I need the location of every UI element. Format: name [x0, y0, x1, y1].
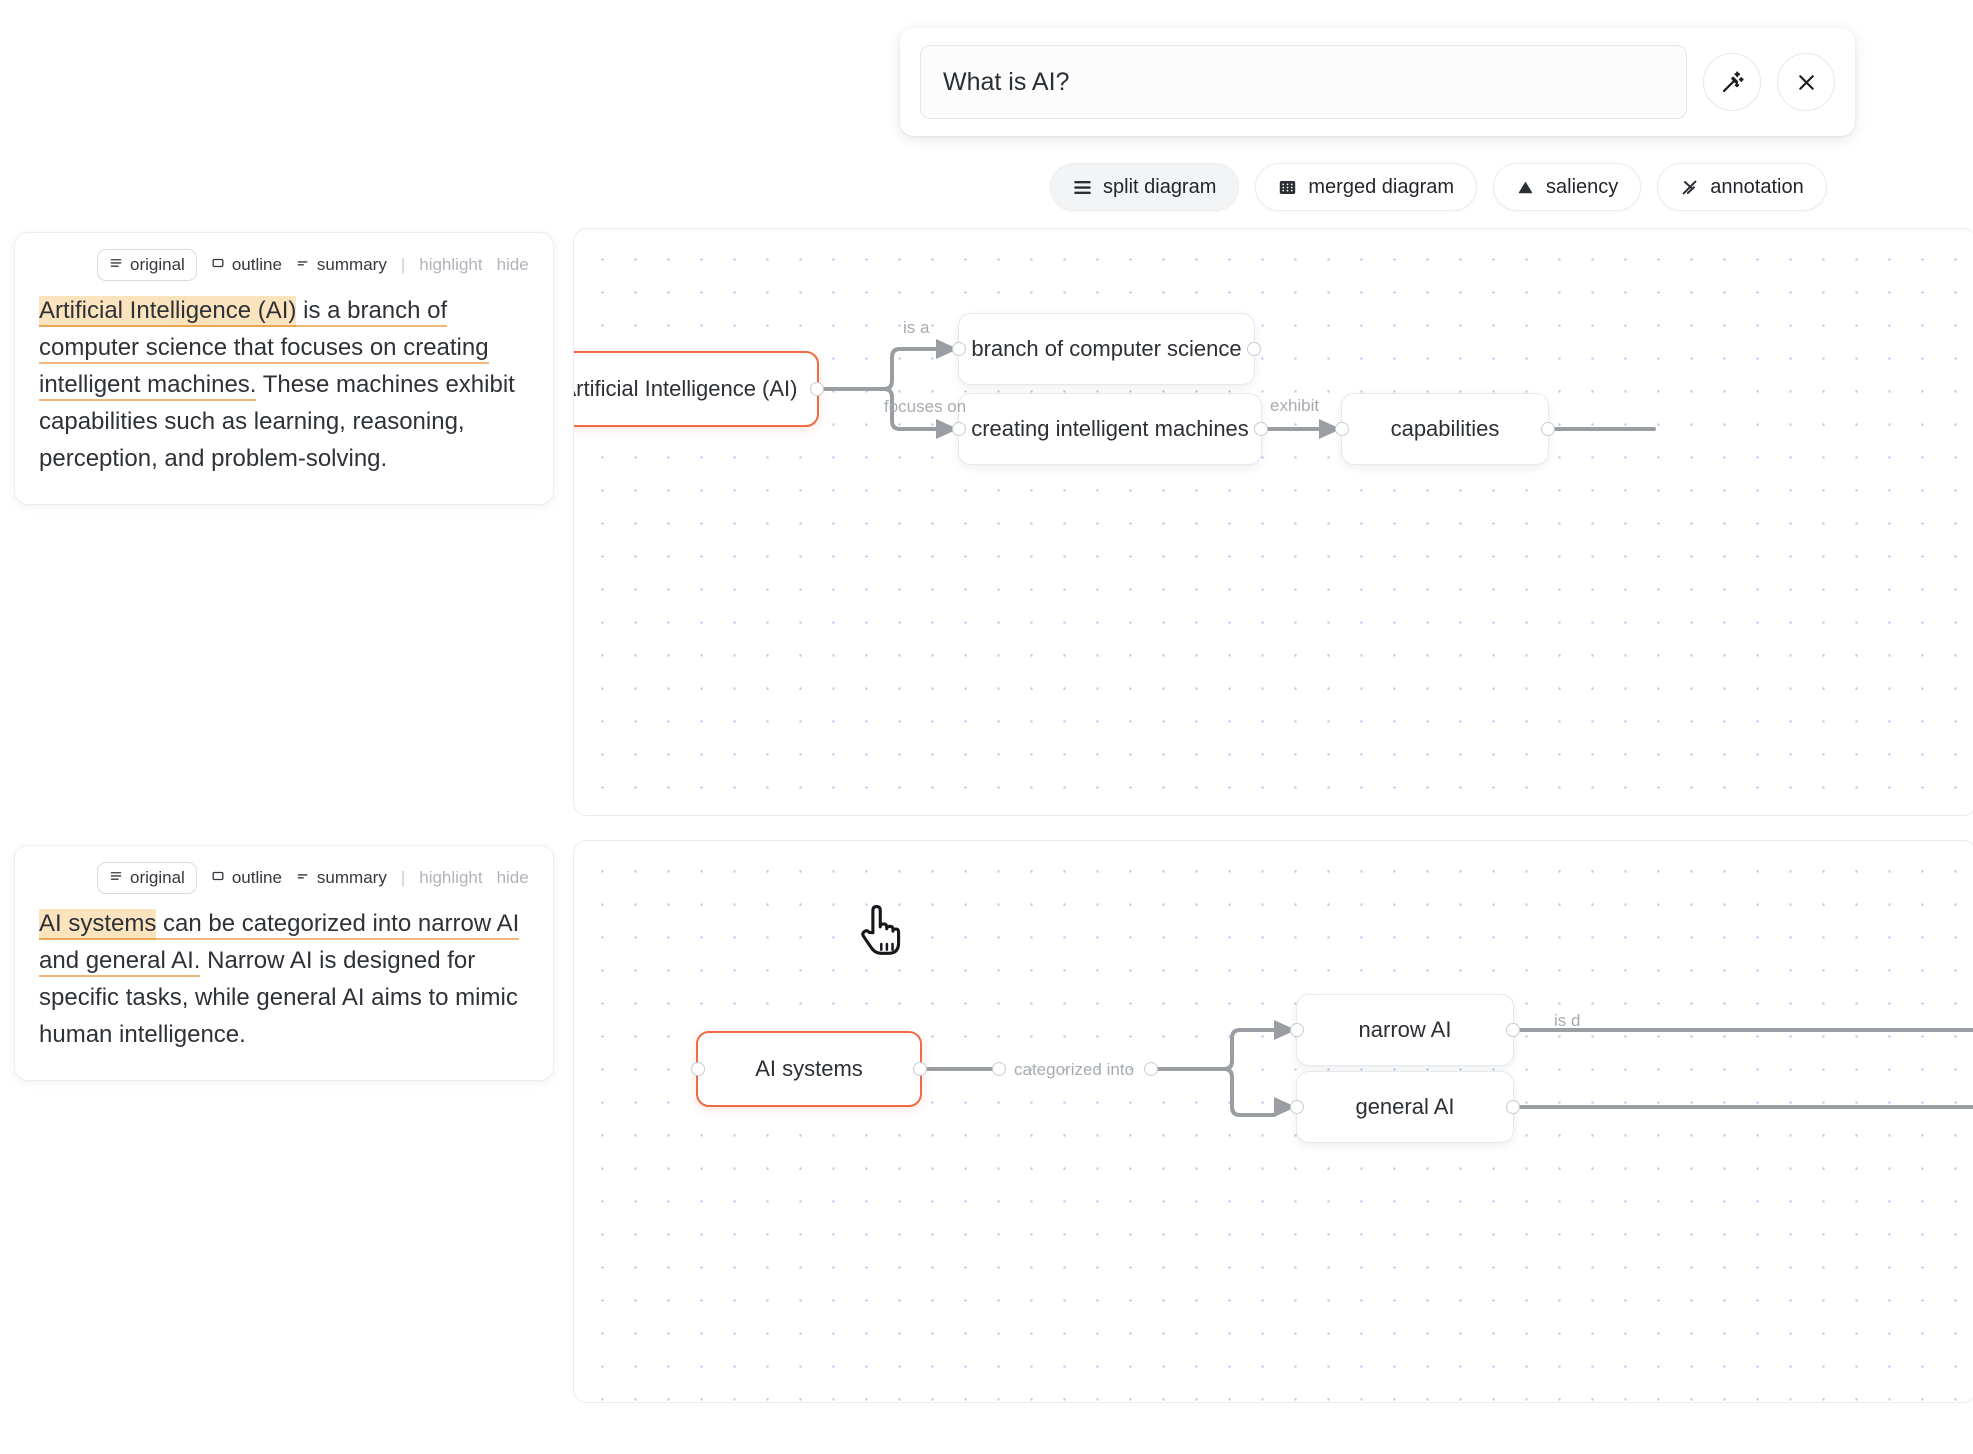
tab-summary-label: summary	[316, 868, 387, 887]
mountain-icon	[1516, 178, 1535, 197]
tab-outline[interactable]: outline	[211, 255, 282, 275]
tab-highlight[interactable]: highlight	[419, 255, 483, 274]
tab-annotation-label: annotation	[1710, 175, 1804, 198]
source-text-card-1: original outline summary | highlight hid…	[14, 232, 554, 505]
tab-highlight[interactable]: highlight	[419, 868, 483, 887]
diagram-node-capabilities[interactable]: capabilities	[1335, 393, 1555, 465]
tab-separator: |	[400, 255, 406, 274]
node-label: creating intelligent machines	[971, 416, 1249, 441]
diagram-node-narrow-ai[interactable]: narrow AI	[1290, 994, 1520, 1066]
tab-original-label: original	[130, 255, 185, 274]
summary-lines-icon	[296, 255, 310, 275]
node-handle-right[interactable]	[1254, 422, 1268, 436]
card-text: AI systems can be categorized into narro…	[39, 906, 529, 1054]
diagram-canvas-top[interactable]: Artificial Intelligence (AI) branch of c…	[573, 228, 1973, 816]
card-text: Artificial Intelligence (AI) is a branch…	[39, 293, 529, 478]
tab-original[interactable]: original	[97, 249, 197, 281]
diagram-mode-toolbar: split diagram merged diagram saliency	[1050, 163, 1827, 211]
diagram-canvas-bottom[interactable]: AI systems categorized into narrow AI ge…	[573, 840, 1973, 1403]
edge-label-is-a: is a	[903, 318, 930, 337]
node-handle-right[interactable]	[1506, 1100, 1520, 1114]
tab-hide[interactable]: hide	[496, 868, 529, 887]
dot-grid-background	[574, 841, 1973, 1402]
tab-original-label: original	[130, 868, 185, 887]
tab-outline[interactable]: outline	[211, 868, 282, 888]
edge-label-focuses-on: focuses on	[884, 397, 967, 416]
edge-label-exhibit: exhibit	[1270, 396, 1320, 415]
grid-square-icon	[1278, 178, 1297, 197]
pen-slash-icon	[1680, 178, 1699, 197]
tab-saliency-label: saliency	[1546, 175, 1619, 198]
node-label: narrow AI	[1358, 1017, 1452, 1042]
node-handle-left[interactable]	[691, 1062, 705, 1076]
tab-hide[interactable]: hide	[496, 255, 529, 274]
tab-original[interactable]: original	[97, 862, 197, 894]
edge-label-is-designed: is d	[1554, 1011, 1581, 1030]
plain-text: Narrow AI is designed for specific tasks…	[39, 946, 518, 1048]
card-view-tabs: original outline summary | highlight hid…	[39, 862, 529, 894]
edge-handle-left[interactable]	[992, 1062, 1006, 1076]
tab-summary[interactable]: summary	[296, 868, 387, 888]
node-handle-right[interactable]	[913, 1062, 927, 1076]
node-label: capabilities	[1390, 416, 1500, 441]
close-icon	[1794, 70, 1819, 95]
tab-saliency[interactable]: saliency	[1493, 163, 1642, 211]
tab-outline-label: outline	[231, 255, 282, 274]
card-view-tabs: original outline summary | highlight hid…	[39, 249, 529, 281]
tab-separator: |	[400, 868, 406, 887]
tab-outline-label: outline	[231, 868, 282, 887]
tab-merged-diagram-label: merged diagram	[1308, 175, 1455, 198]
search-input[interactable]	[920, 45, 1687, 119]
diagram-edges-layer	[574, 841, 1973, 1402]
summary-lines-icon	[296, 868, 310, 888]
node-handle-left[interactable]	[1290, 1023, 1304, 1037]
node-label: Artificial Intelligence (AI)	[573, 376, 798, 401]
diagram-node-creating[interactable]: creating intelligent machines	[952, 393, 1268, 465]
highlighted-phrase: Artificial Intelligence (AI)	[39, 296, 297, 327]
dot-grid-background	[574, 229, 1973, 815]
underlined-phrase: can be categorized into narrow AI and ge…	[39, 910, 520, 977]
node-handle-right[interactable]	[1247, 342, 1261, 356]
lines-icon	[109, 868, 123, 888]
square-outline-icon	[211, 255, 225, 275]
node-handle-left[interactable]	[952, 422, 966, 436]
node-handle-left[interactable]	[1335, 422, 1349, 436]
lines-icon	[109, 255, 123, 275]
tab-merged-diagram[interactable]: merged diagram	[1255, 163, 1478, 211]
node-label: general AI	[1355, 1094, 1455, 1119]
tab-summary[interactable]: summary	[296, 255, 387, 275]
diagram-node-root[interactable]: Artificial Intelligence (AI)	[573, 351, 824, 427]
tab-annotation[interactable]: annotation	[1657, 163, 1827, 211]
magic-wand-icon	[1719, 69, 1746, 96]
search-bar	[900, 28, 1855, 136]
lines-icon	[1073, 178, 1092, 197]
node-handle-left[interactable]	[1290, 1100, 1304, 1114]
edge-handle-right[interactable]	[1144, 1062, 1158, 1076]
close-button[interactable]	[1777, 53, 1835, 111]
highlighted-phrase: AI systems	[39, 909, 157, 940]
diagram-node-root[interactable]: AI systems	[691, 1031, 927, 1107]
node-label: branch of computer science	[971, 336, 1242, 361]
square-outline-icon	[211, 868, 225, 888]
node-handle-left[interactable]	[952, 342, 966, 356]
tab-summary-label: summary	[316, 255, 387, 274]
underlined-phrase: is a branch of computer science that foc…	[39, 297, 489, 401]
diagram-edges-layer	[574, 229, 1973, 815]
node-handle-right[interactable]	[810, 382, 824, 396]
plain-text: These machines exhibit capabilities such…	[39, 370, 515, 472]
node-handle-right[interactable]	[1541, 422, 1555, 436]
diagram-node-branch[interactable]: branch of computer science	[952, 313, 1261, 385]
edge-label-categorized-into: categorized into	[1014, 1060, 1135, 1079]
tab-split-diagram-label: split diagram	[1103, 175, 1217, 198]
node-handle-right[interactable]	[1506, 1023, 1520, 1037]
node-label: AI systems	[755, 1056, 863, 1081]
source-text-card-2: original outline summary | highlight hid…	[14, 845, 554, 1081]
tab-split-diagram[interactable]: split diagram	[1050, 163, 1240, 211]
diagram-node-general-ai[interactable]: general AI	[1290, 1071, 1520, 1143]
generate-button[interactable]	[1703, 53, 1761, 111]
